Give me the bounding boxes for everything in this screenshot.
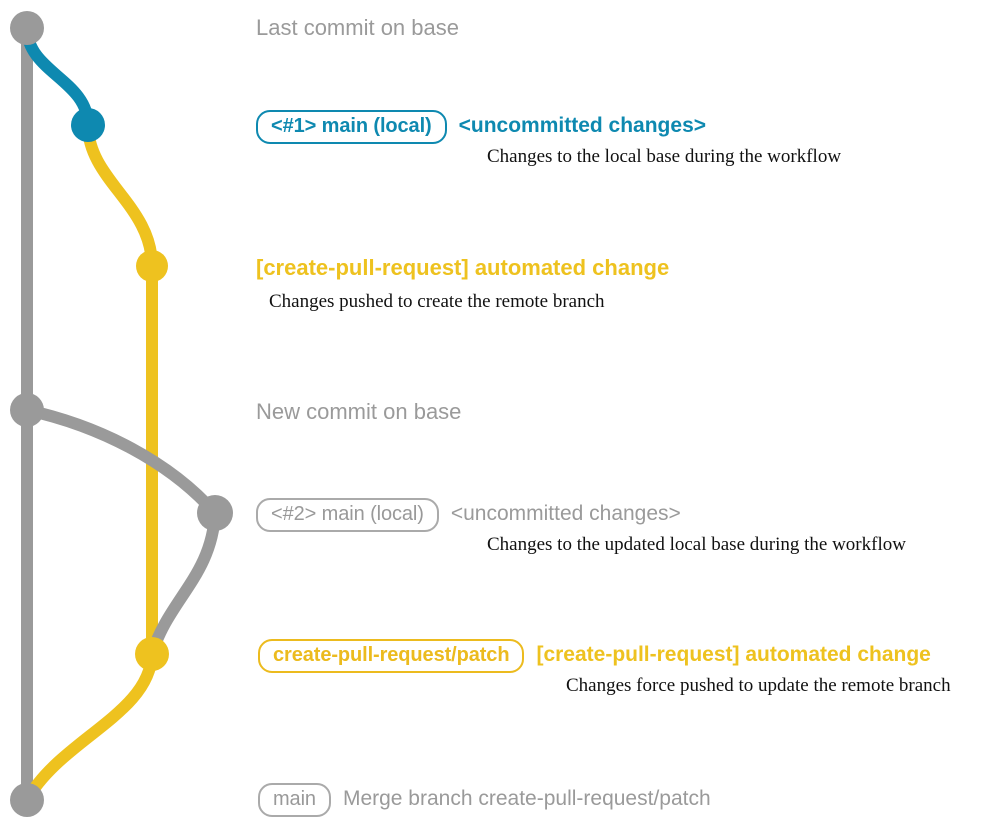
commit-node-last-commit-on-base[interactable] [10,11,44,45]
commit-note-automated-change-1: Changes pushed to create the remote bran… [269,291,605,312]
ref-badge-main-local-1[interactable]: <#1> main (local) [256,110,447,144]
headline-new-commit-on-base: New commit on base [256,399,462,424]
edge-local-1-to-patch-1 [82,119,158,272]
edge-patch-2-to-merge [21,648,158,806]
commit-node-automated-change-2[interactable] [135,637,169,671]
commit-note-local-1: Changes to the local base during the wor… [487,146,842,167]
commit-row-local-1: <#1> main (local) <uncommitted changes> [256,110,706,144]
edge-base-to-local-2 [21,404,221,519]
edge-local-2-to-patch-2 [146,507,221,660]
commit-subject-local-2: <uncommitted changes> [450,502,681,525]
commit-subject-automated-change-2: [create-pull-request] automated change [536,643,931,666]
commit-node-local-2[interactable] [197,495,233,531]
commit-row-merge: main Merge branch create-pull-request/pa… [258,783,711,817]
commit-row-local-2: <#2> main (local) <uncommitted changes> [256,498,681,532]
ref-badge-main[interactable]: main [258,783,331,817]
commit-nodes [10,11,233,817]
ref-badge-create-pull-request-patch[interactable]: create-pull-request/patch [258,639,525,673]
commit-node-new-commit-on-base[interactable] [10,393,44,427]
commit-subject-merge: Merge branch create-pull-request/patch [342,787,711,810]
commit-node-local-1[interactable] [71,108,105,142]
headline-last-commit-on-base: Last commit on base [256,15,459,40]
commit-node-merge[interactable] [10,783,44,817]
commit-row-patch-branch: create-pull-request/patch [create-pull-r… [258,639,931,673]
commit-note-local-2: Changes to the updated local base during… [487,534,906,555]
commit-note-automated-change-2: Changes force pushed to update the remot… [566,675,951,696]
ref-badge-main-local-2[interactable]: <#2> main (local) [256,498,439,532]
commit-subject-local-1: <uncommitted changes> [458,114,707,137]
headline-automated-change-1: [create-pull-request] automated change [256,255,670,280]
commit-node-automated-change-1[interactable] [136,250,168,282]
